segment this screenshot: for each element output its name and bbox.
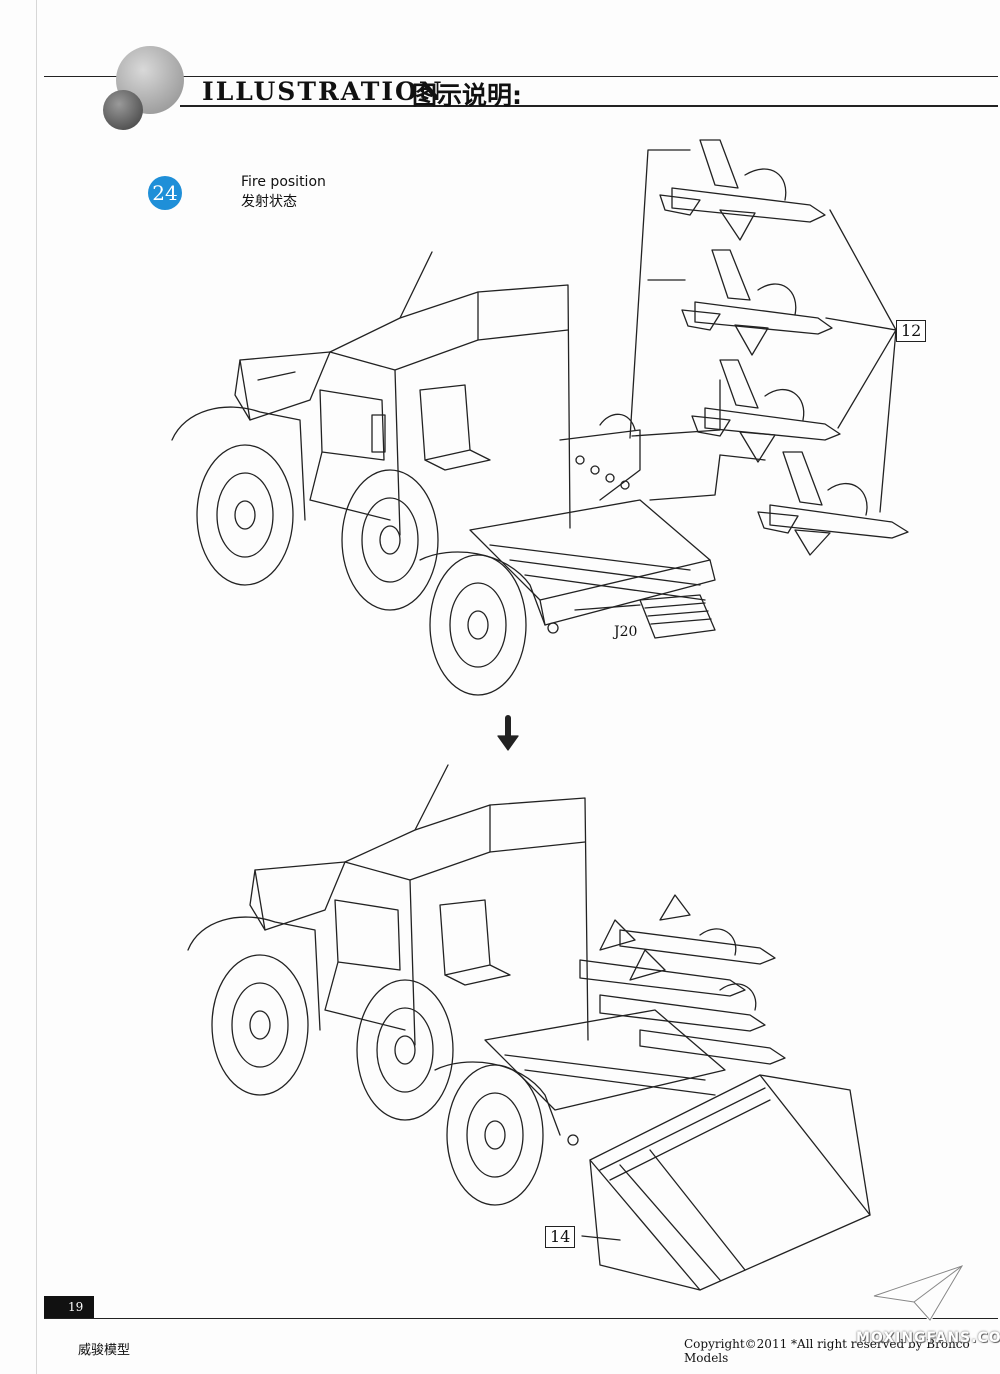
footer-rule	[44, 1318, 998, 1319]
page-number: 19	[44, 1296, 94, 1318]
step-number-badge: 24	[148, 176, 182, 210]
header-rule	[44, 76, 998, 77]
callout-14: 14	[545, 1226, 576, 1248]
header-underline	[180, 105, 998, 107]
copyright-notice: Copyright©2011 *All right reserved by Br…	[684, 1337, 970, 1365]
missile-group	[629, 139, 909, 556]
decor-circle-small	[103, 90, 143, 130]
publisher-name: 威骏模型	[78, 1343, 131, 1358]
step-title-en: Fire position	[241, 174, 326, 190]
binding-line	[36, 0, 37, 1374]
paper-plane-icon	[873, 1263, 966, 1323]
callout-12: 12	[896, 320, 927, 342]
vehicle-loaded	[187, 764, 871, 1291]
page-title-en: ILLUSTRATION	[202, 77, 444, 106]
part-label-j20: J20	[614, 624, 638, 640]
page-title-cn: 图示说明:	[412, 81, 522, 110]
watermark-text: MOXINGFANS.COM	[856, 1330, 1000, 1346]
step-title-cn: 发射状态	[241, 194, 297, 210]
vehicle-fire-position	[171, 251, 716, 696]
